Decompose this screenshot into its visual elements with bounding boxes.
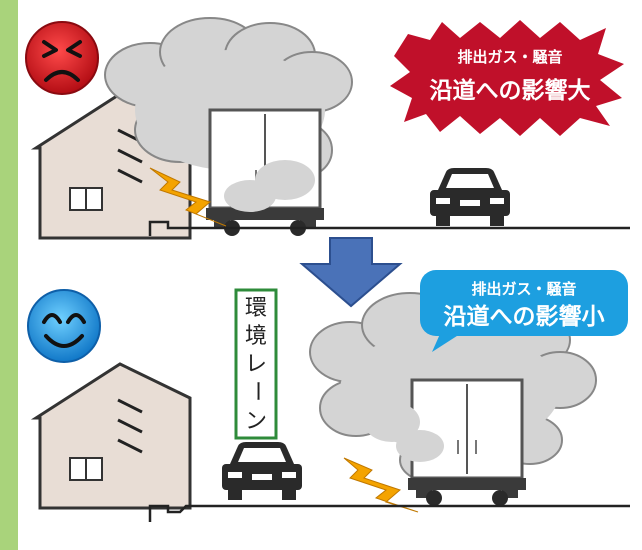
noise-lines-2	[117, 398, 143, 454]
down-arrow-icon	[299, 237, 403, 308]
lane-char-2: 境	[245, 324, 267, 349]
road-line	[148, 220, 630, 236]
bottom-scene: 環 境 レ ー ン	[27, 270, 630, 522]
lightning-icon	[149, 167, 227, 227]
smoke-overlay-2	[364, 402, 444, 462]
top-scene: 排出ガス・騒音 沿道への影響大	[25, 17, 630, 240]
lightning-icon-2	[343, 457, 419, 513]
smoke-overlay	[224, 160, 315, 212]
road-line-2	[148, 504, 630, 522]
lane-char-4: ー	[244, 380, 269, 402]
top-caption-line1: 排出ガス・騒音	[457, 48, 562, 66]
lane-char-3: レ	[245, 352, 267, 377]
smiling-face-icon	[27, 289, 101, 363]
bottom-caption-line2: 沿道への影響小	[444, 303, 605, 330]
angry-face-icon	[25, 21, 99, 95]
lane-char-1: 環	[245, 296, 267, 321]
environmental-lane-label	[234, 288, 278, 440]
caption-bubble-tail	[432, 334, 460, 352]
caption-bubble	[420, 270, 628, 336]
bottom-caption-line1: 排出ガス・騒音	[471, 280, 576, 298]
top-caption-line2: 沿道への影響大	[430, 77, 591, 104]
lane-char-5: ン	[245, 409, 267, 434]
caption-burst	[390, 20, 624, 136]
